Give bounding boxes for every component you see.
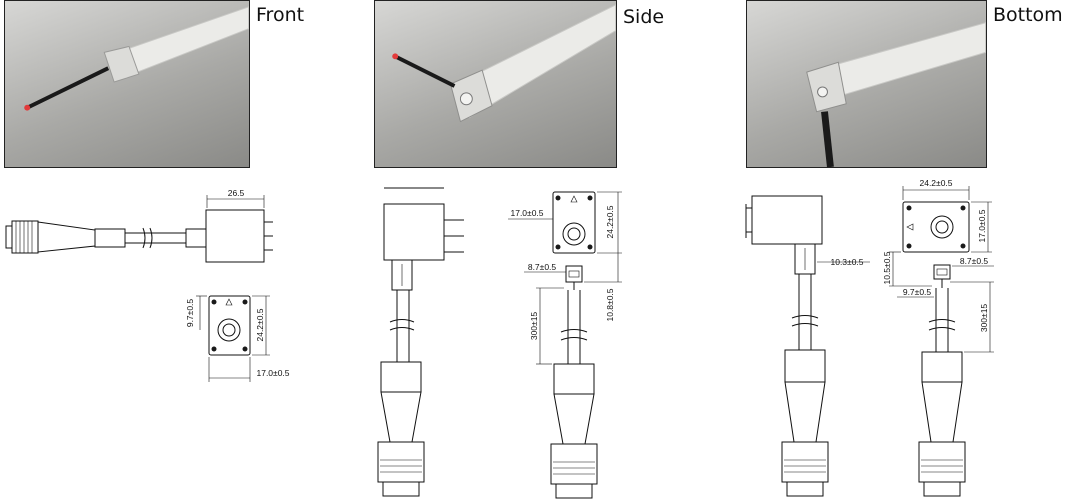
dim-front-height: 24.2±0.5 — [255, 308, 265, 341]
side-cable-assembly — [377, 187, 464, 497]
bottom-end-cap — [889, 186, 994, 497]
front-end-cap — [196, 295, 270, 382]
bottom-cable-assembly — [745, 195, 870, 497]
side-end-cap — [508, 191, 622, 499]
dim-side-height: 24.2±0.5 — [605, 205, 615, 238]
label-side: Side — [623, 6, 665, 28]
dim-front-length: 26.5 — [228, 188, 245, 198]
photo-bottom — [746, 0, 987, 168]
photo-front-illustration — [24, 6, 249, 111]
dim-bottom-side-gap: 10.5±0.5 — [882, 251, 892, 284]
photo-side-illustration — [392, 4, 616, 123]
dim-side-cable-length: 300±15 — [529, 312, 539, 341]
dim-front-offset: 9.7±0.5 — [185, 299, 195, 328]
dim-front-width: 17.0±0.5 — [256, 368, 289, 378]
dim-side-cable-gap: 10.8±0.5 — [605, 288, 615, 321]
photo-bottom-illustration — [806, 22, 986, 167]
dim-side-width: 17.0±0.5 — [510, 208, 543, 218]
label-front: Front — [256, 4, 305, 26]
dim-bottom-offset-a: 8.7±0.5 — [960, 256, 989, 266]
dim-bottom-width: 24.2±0.5 — [919, 178, 952, 188]
label-bottom: Bottom — [993, 4, 1063, 26]
dim-side-offset: 8.7±0.5 — [528, 262, 557, 272]
photo-front — [4, 0, 250, 168]
front-cable-assembly — [5, 195, 273, 263]
dim-bottom-offset-b: 9.7±0.5 — [903, 287, 932, 297]
dim-bottom-height: 17.0±0.5 — [977, 209, 987, 242]
dim-bottom-cable-length: 300±15 — [979, 304, 989, 333]
dim-bottom-cable-gap: 10.3±0.5 — [830, 257, 863, 267]
photo-side — [374, 0, 617, 168]
